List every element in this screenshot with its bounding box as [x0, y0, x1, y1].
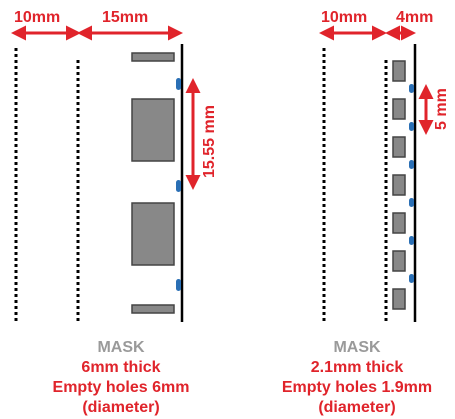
left-caption: MASK 6mm thick Empty holes 6mm (diameter… [6, 338, 236, 418]
left-caption-line-2: Empty holes 6mm [52, 379, 190, 396]
right-hole-5 [392, 212, 406, 234]
right-blue-dot-3 [409, 160, 414, 169]
left-hole-large-1 [131, 98, 175, 162]
right-dim-4mm-label: 4mm [396, 9, 433, 26]
left-blue-dot-2 [176, 180, 181, 192]
right-caption-title: MASK [333, 339, 381, 356]
right-blue-dot-5 [409, 236, 414, 245]
right-caption-line-1: 2.1mm thick [310, 359, 404, 376]
left-hole-large-2 [131, 202, 175, 266]
left-dim-15mm-label: 15mm [102, 9, 148, 26]
right-hole-6 [392, 250, 406, 272]
right-blue-dot-2 [409, 122, 414, 131]
left-dim-10mm-label: 10mm [14, 9, 60, 26]
left-caption-line-3: (diameter) [82, 399, 160, 416]
right-caption: MASK 2.1mm thick Empty holes 1.9mm (diam… [262, 338, 452, 418]
right-hole-2 [392, 98, 406, 120]
left-blue-dot-3 [176, 279, 181, 291]
right-panel: 10mm 4mm 5 mm [319, 9, 450, 322]
right-hole-4 [392, 174, 406, 196]
right-hole-3 [392, 136, 406, 158]
right-caption-line-2: Empty holes 1.9mm [281, 379, 433, 396]
right-blue-dot-4 [409, 198, 414, 207]
left-blue-dot-1 [176, 78, 181, 90]
right-dim-vertical-label: 5 mm [433, 88, 450, 130]
right-hole-1 [392, 60, 406, 82]
right-blue-dot-1 [409, 84, 414, 93]
left-hole-top-bar [131, 52, 175, 62]
right-hole-7 [392, 288, 406, 310]
left-caption-title: MASK [97, 339, 145, 356]
right-caption-line-3: (diameter) [318, 399, 396, 416]
left-caption-line-1: 6mm thick [81, 359, 161, 376]
right-blue-dot-6 [409, 274, 414, 283]
left-dim-vertical-label: 15.55 mm [201, 105, 218, 178]
left-hole-bottom-bar [131, 304, 175, 314]
right-dim-10mm-label: 10mm [321, 9, 367, 26]
left-panel: 10mm 15mm 15.55 mm [10, 9, 218, 322]
